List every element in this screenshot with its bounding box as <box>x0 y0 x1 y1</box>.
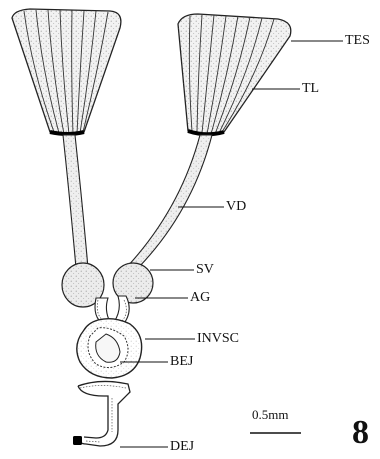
label-invsc: INVSC <box>197 332 239 346</box>
right-testis <box>178 14 291 135</box>
left-testis-band <box>50 132 84 134</box>
label-sv: SV <box>196 263 214 277</box>
label-tes: TES <box>345 34 370 48</box>
label-ag: AG <box>190 291 210 305</box>
left-testis <box>12 9 121 135</box>
label-dej: DEJ <box>170 440 194 454</box>
label-vd: VD <box>226 200 246 214</box>
vasa-deferentia <box>63 135 212 268</box>
label-bej: BEJ <box>170 355 193 369</box>
figure-number: 8 <box>352 416 369 450</box>
gonopore-tip <box>73 436 82 445</box>
invaginated-sac <box>77 319 142 378</box>
ejaculatory-duct <box>73 381 130 446</box>
scale-label: 0.5mm <box>252 408 288 421</box>
label-tl: TL <box>302 82 319 96</box>
